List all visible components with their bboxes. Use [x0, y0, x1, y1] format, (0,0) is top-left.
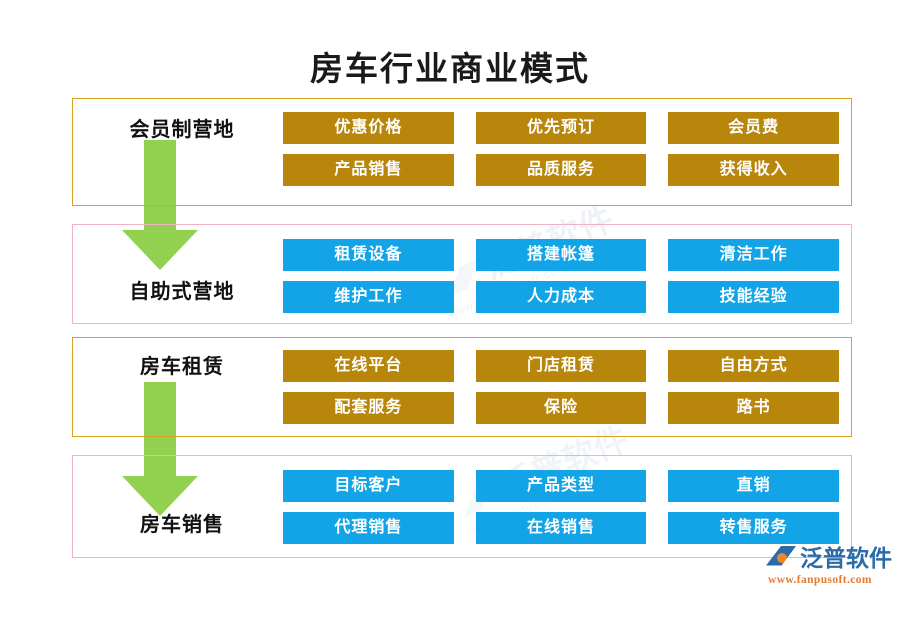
- feature-box[interactable]: 保险: [475, 392, 647, 424]
- feature-box[interactable]: 品质服务: [475, 154, 647, 186]
- page-title: 房车行业商业模式: [310, 52, 590, 88]
- section-box-grid: 租赁设备 搭建帐篷 清洁工作 维护工作 人力成本 技能经验: [283, 239, 839, 313]
- brand-logo-url: www.fanpusoft.com: [768, 574, 872, 586]
- section-label: 会员制营地: [129, 119, 235, 141]
- feature-box[interactable]: 搭建帐篷: [475, 239, 647, 271]
- feature-box[interactable]: 路书: [668, 392, 839, 424]
- section-membership-camp: 会员制营地 优惠价格 优先预订 会员费 产品销售 品质服务 获得收入: [72, 98, 852, 206]
- feature-box[interactable]: 人力成本: [475, 281, 647, 313]
- section-rv-rental: 房车租赁 在线平台 门店租赁 自由方式 配套服务 保险 路书: [72, 337, 852, 437]
- section-label: 自助式营地: [129, 281, 235, 303]
- feature-box[interactable]: 租赁设备: [283, 239, 454, 271]
- feature-box[interactable]: 自由方式: [668, 350, 839, 382]
- feature-box[interactable]: 产品销售: [283, 154, 454, 186]
- feature-box[interactable]: 获得收入: [668, 154, 839, 186]
- diagram-canvas: 房车行业商业模式 泛普软件 www.fanpusoft.com 泛普软件 www…: [72, 52, 896, 594]
- feature-box[interactable]: 清洁工作: [668, 239, 839, 271]
- feature-box[interactable]: 目标客户: [283, 470, 454, 502]
- brand-logo-text: 泛普软件: [800, 546, 892, 571]
- section-box-grid: 目标客户 产品类型 直销 代理销售 在线销售 转售服务: [283, 470, 839, 544]
- brand-logo-icon: [766, 546, 796, 566]
- feature-box[interactable]: 转售服务: [668, 512, 839, 544]
- feature-box[interactable]: 配套服务: [283, 392, 454, 424]
- section-label: 房车租赁: [140, 356, 224, 378]
- feature-box[interactable]: 直销: [668, 470, 839, 502]
- feature-box[interactable]: 优惠价格: [283, 112, 454, 144]
- section-rv-sales: 房车销售 目标客户 产品类型 直销 代理销售 在线销售 转售服务: [72, 455, 852, 558]
- feature-box[interactable]: 产品类型: [475, 470, 647, 502]
- section-box-grid: 优惠价格 优先预订 会员费 产品销售 品质服务 获得收入: [283, 112, 839, 186]
- feature-box[interactable]: 门店租赁: [475, 350, 647, 382]
- brand-logo: 泛普软件 www.fanpusoft.com: [766, 546, 896, 594]
- feature-box[interactable]: 技能经验: [668, 281, 839, 313]
- feature-box[interactable]: 代理销售: [283, 512, 454, 544]
- feature-box[interactable]: 优先预订: [475, 112, 647, 144]
- section-label: 房车销售: [140, 514, 224, 536]
- feature-box[interactable]: 会员费: [668, 112, 839, 144]
- feature-box[interactable]: 在线平台: [283, 350, 454, 382]
- section-box-grid: 在线平台 门店租赁 自由方式 配套服务 保险 路书: [283, 350, 839, 424]
- feature-box[interactable]: 维护工作: [283, 281, 454, 313]
- section-self-service-camp: 自助式营地 租赁设备 搭建帐篷 清洁工作 维护工作 人力成本 技能经验: [72, 224, 852, 324]
- feature-box[interactable]: 在线销售: [475, 512, 647, 544]
